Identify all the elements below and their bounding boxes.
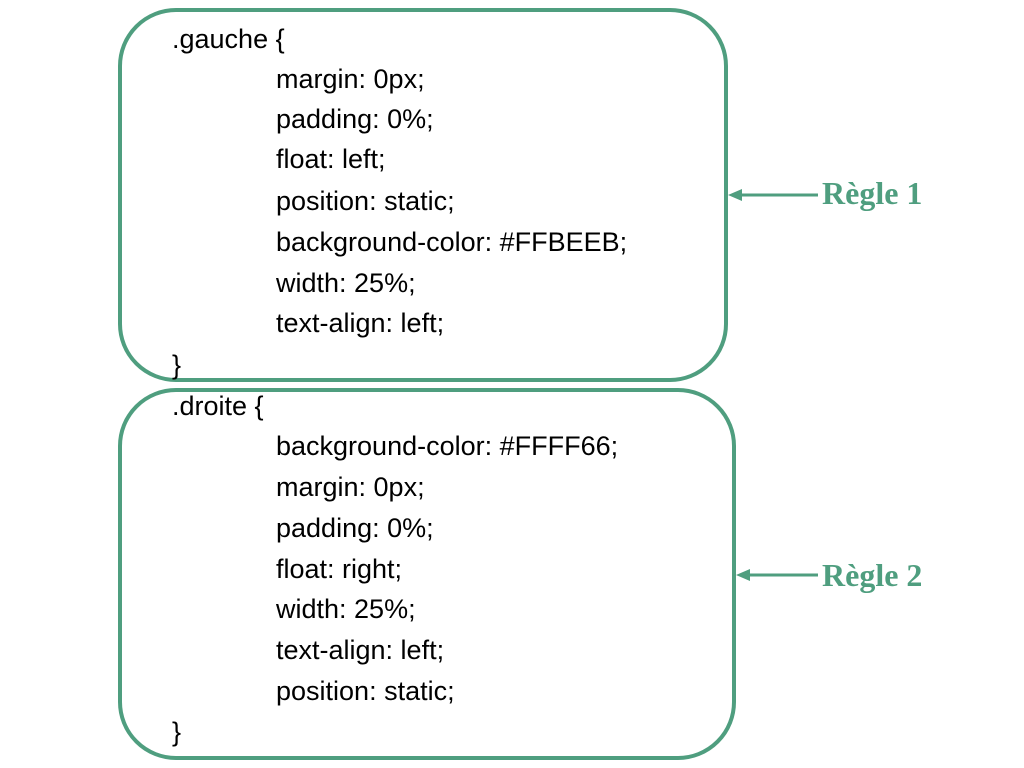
rule-2-declaration: padding: 0%; [276,513,434,543]
rule-2-close-brace: } [172,717,182,747]
rule-1-declaration: width: 25%; [276,268,416,298]
rule-2-declaration: background-color: #FFFF66; [276,431,619,461]
rule-1-declaration: position: static; [276,186,455,216]
rule-1-close-brace: } [172,350,182,380]
rule-1-label: Règle 1 [822,175,923,211]
rule-1-declaration: float: left; [276,144,386,174]
rule-1-declaration: margin: 0px; [276,64,425,94]
rule-1-box [118,8,728,382]
rule-1-declaration: padding: 0%; [276,104,434,134]
rule-2-declaration: float: right; [276,554,403,584]
rule-2-selector: .droite { [172,391,264,421]
rule-1-declaration: text-align: left; [276,308,445,338]
rule-2-declaration: width: 25%; [276,594,416,624]
rule-2-arrow-icon [736,569,818,581]
rule-2-declaration: position: static; [276,676,455,706]
rule-2-box [118,388,736,760]
rule-2-declaration: margin: 0px; [276,472,425,502]
rule-1-declaration: background-color: #FFBEEB; [276,227,628,257]
rule-2-label: Règle 2 [822,557,923,593]
rule-1-selector: .gauche { [172,24,285,54]
rule-1-arrow-icon [728,189,818,201]
rule-2-declaration: text-align: left; [276,635,445,665]
